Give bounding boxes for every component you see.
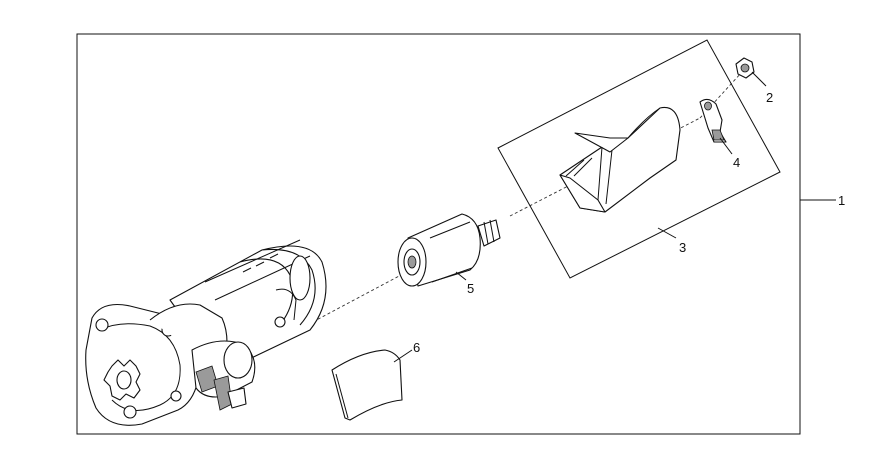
callout-5: 5: [467, 281, 474, 296]
boot-cover-icon: [559, 106, 681, 213]
callout-3: 3: [679, 240, 686, 255]
callout-2: 2: [766, 90, 773, 105]
leader-line-2: [751, 71, 767, 87]
leader-line-4: [719, 137, 733, 155]
callout-1: 1: [838, 193, 845, 208]
starter-motor-icon: [85, 239, 327, 426]
nut-icon: [735, 57, 755, 79]
callout-4: 4: [733, 155, 740, 170]
gasket-sheet-icon: [331, 349, 403, 421]
diagram-frame: [76, 33, 801, 435]
solenoid-switch-icon: [397, 213, 501, 287]
leader-line-3: [657, 227, 677, 239]
callout-6: 6: [413, 340, 420, 355]
leader-line-6: [393, 349, 413, 363]
leader-line-5: [455, 271, 467, 281]
terminal-lug-icon: [699, 98, 727, 143]
subassembly-box: [497, 39, 781, 279]
